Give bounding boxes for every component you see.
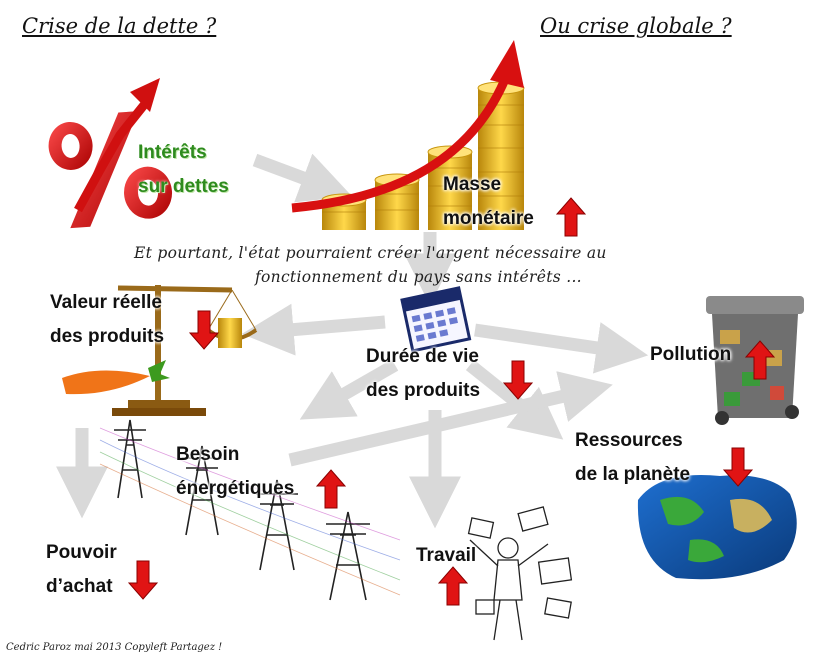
trend-arrow-pollution-up-icon (744, 340, 776, 380)
trend-arrow-pouvoir-down-icon (127, 560, 159, 600)
flow-arrow-duree-ressources (465, 359, 564, 440)
flow-arrow-besoin-pollution (288, 371, 613, 467)
trend-arrow-travail-up-icon (437, 566, 469, 606)
node-masse: Masse monétaire (443, 168, 534, 236)
node-travail-line1: Travail (416, 545, 477, 566)
calendar-icon (400, 286, 472, 353)
node-pouvoir-line1: Pouvoir (46, 542, 117, 563)
title-left: Crise de la dette ? (22, 14, 217, 38)
pylon-1 (114, 419, 146, 499)
flow-arrow-duree-besoin (299, 359, 399, 420)
node-besoin-line1: Besoin (176, 444, 240, 465)
node-duree-line1: Durée de vie (366, 346, 479, 367)
node-interets: Intérêts sur dettes (138, 136, 229, 204)
statement-line-2: fonctionnement du pays sans intérêts ... (255, 268, 582, 286)
pylon-2 (182, 445, 222, 536)
power-pylon-icon (99, 419, 401, 601)
flow-arrow-interets-masse (252, 153, 352, 203)
node-ressources-line2: de la planète (575, 464, 691, 485)
node-pouvoir: Pouvoir d’achat (46, 536, 117, 604)
node-duree: Durée de vie des produits (366, 340, 480, 408)
node-masse-line2: monétaire (443, 208, 534, 229)
credit-line: Cedric Paroz mai 2013 Copyleft Partagez … (6, 642, 223, 653)
node-valeur-line1: Valeur réelle (50, 292, 162, 313)
node-pollution: Pollution (650, 338, 731, 372)
trend-arrow-ressources-down-icon (722, 447, 754, 487)
node-ressources: Ressources de la planète (575, 424, 690, 492)
balance-scale-icon (112, 285, 258, 416)
power-lines (99, 427, 401, 596)
node-duree-line2: des produits (366, 380, 481, 401)
node-valeur: Valeur réelle des produits (50, 286, 164, 354)
trend-arrow-duree-down-icon (502, 360, 534, 400)
flow-arrow-duree-pollution (474, 322, 649, 374)
trend-arrow-besoin-up-icon (315, 469, 347, 509)
node-besoin: Besoin énergétiques (176, 438, 294, 506)
pylon-3 (256, 479, 298, 571)
flow-arrow-duree-valeur (241, 303, 386, 356)
node-travail: Travail (416, 539, 476, 573)
node-interets-line2: sur dettes (138, 176, 229, 197)
growth-arrow-icon (291, 40, 524, 213)
node-interets-line1: Intérêts (138, 142, 207, 163)
node-pouvoir-line2: d’achat (46, 576, 113, 597)
carrot-icon (62, 360, 170, 395)
statement-line-1: Et pourtant, l'état pourraient créer l'a… (134, 244, 607, 262)
node-masse-line1: Masse (443, 174, 502, 195)
percent-growth-arrow-icon (74, 78, 160, 213)
node-ressources-line1: Ressources (575, 430, 683, 451)
trend-arrow-valeur-down-icon (188, 310, 220, 350)
node-pollution-line1: Pollution (650, 344, 732, 365)
node-besoin-line2: énergétiques (176, 478, 295, 499)
flow-arrows (56, 153, 649, 529)
node-valeur-line2: des produits (50, 326, 165, 347)
crumpled-globe-icon (637, 475, 797, 580)
busy-worker-icon (467, 506, 573, 641)
pylon-4 (326, 511, 370, 601)
title-right: Ou crise globale ? (540, 14, 732, 38)
trend-arrow-masse-up-icon (555, 197, 587, 237)
